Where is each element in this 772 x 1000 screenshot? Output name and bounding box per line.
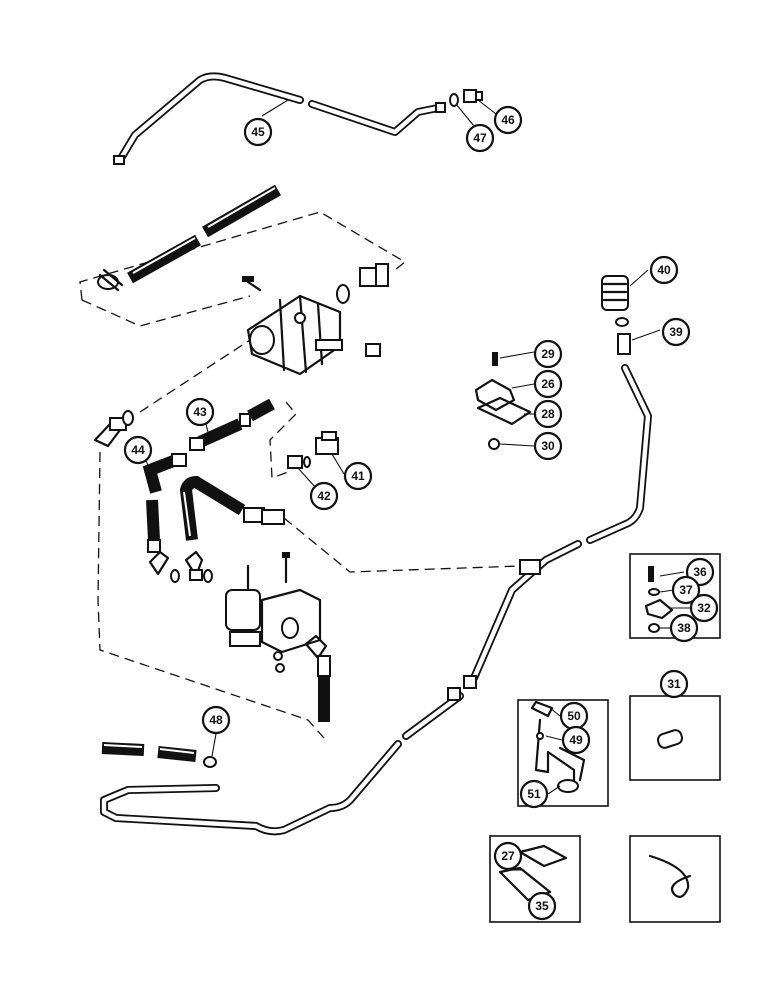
control-valve-block xyxy=(225,552,322,673)
svg-text:42: 42 xyxy=(317,489,331,503)
svg-text:40: 40 xyxy=(657,263,671,277)
o-ring-47 xyxy=(449,93,459,107)
callout-36: 36 xyxy=(685,557,715,587)
svg-text:26: 26 xyxy=(541,377,555,391)
callout-28: 28 xyxy=(533,399,563,429)
callout-39: 39 xyxy=(661,317,691,347)
coupler-40 xyxy=(601,275,629,327)
callout-46: 46 xyxy=(493,105,523,135)
callout-47: 47 xyxy=(465,123,495,153)
svg-text:30: 30 xyxy=(541,439,555,453)
callout-49: 49 xyxy=(561,725,591,755)
callout-42: 42 xyxy=(309,481,339,511)
callout-48: 48 xyxy=(201,705,231,735)
callout-30: 30 xyxy=(533,431,563,461)
svg-text:31: 31 xyxy=(667,677,681,691)
callout-40: 40 xyxy=(649,255,679,285)
fitting-42 xyxy=(287,455,311,469)
elbow-fitting-left xyxy=(93,339,325,739)
detail-box-sleeve xyxy=(629,695,721,781)
svg-text:50: 50 xyxy=(567,709,581,723)
svg-text:32: 32 xyxy=(697,601,711,615)
svg-text:38: 38 xyxy=(677,621,691,635)
callout-50: 50 xyxy=(559,701,589,731)
callout-29: 29 xyxy=(533,339,563,369)
callout-35: 35 xyxy=(527,891,557,921)
svg-text:29: 29 xyxy=(541,347,555,361)
clamp-assembly xyxy=(474,352,532,450)
callout-41: 41 xyxy=(343,461,373,491)
svg-text:48: 48 xyxy=(209,713,223,727)
svg-text:36: 36 xyxy=(693,565,707,579)
hard-line-right xyxy=(463,364,652,689)
svg-text:35: 35 xyxy=(535,899,549,913)
callout-37: 37 xyxy=(671,575,701,605)
callout-27: 27 xyxy=(493,841,523,871)
hose-long-bend xyxy=(179,475,521,573)
valve-elbow-hose xyxy=(304,634,331,722)
leader-lines xyxy=(145,99,690,901)
hose-43 xyxy=(189,398,297,479)
fitting-41 xyxy=(315,431,339,455)
hose-44 xyxy=(142,453,187,553)
fitting-46 xyxy=(463,89,483,103)
callout-26: 26 xyxy=(533,369,563,399)
callout-44: 44 xyxy=(123,435,153,465)
hose-pieces-48 xyxy=(101,742,217,768)
hose-assembly-upper xyxy=(79,184,407,327)
hydraulic-pump xyxy=(242,276,381,376)
svg-text:44: 44 xyxy=(131,443,145,457)
detail-box-strap xyxy=(629,835,721,923)
svg-text:47: 47 xyxy=(473,131,487,145)
lower-fittings xyxy=(148,550,213,583)
svg-text:51: 51 xyxy=(527,787,541,801)
svg-text:27: 27 xyxy=(501,849,515,863)
callout-38: 38 xyxy=(669,613,699,643)
svg-text:46: 46 xyxy=(501,113,515,127)
callout-31: 31 xyxy=(659,669,689,699)
svg-text:41: 41 xyxy=(351,469,365,483)
lower-tube xyxy=(100,687,464,836)
callout-51: 51 xyxy=(519,779,549,809)
svg-text:28: 28 xyxy=(541,407,555,421)
upper-tube-45 xyxy=(113,72,446,165)
svg-text:37: 37 xyxy=(679,583,693,597)
fitting-39 xyxy=(617,333,631,355)
callout-43: 43 xyxy=(185,397,215,427)
adapter-fitting-upper xyxy=(336,263,389,304)
svg-text:39: 39 xyxy=(669,325,683,339)
svg-text:43: 43 xyxy=(193,405,207,419)
callout-32: 32 xyxy=(689,593,719,623)
callout-45: 45 xyxy=(243,117,273,147)
svg-text:49: 49 xyxy=(569,733,583,747)
svg-text:45: 45 xyxy=(251,125,265,139)
